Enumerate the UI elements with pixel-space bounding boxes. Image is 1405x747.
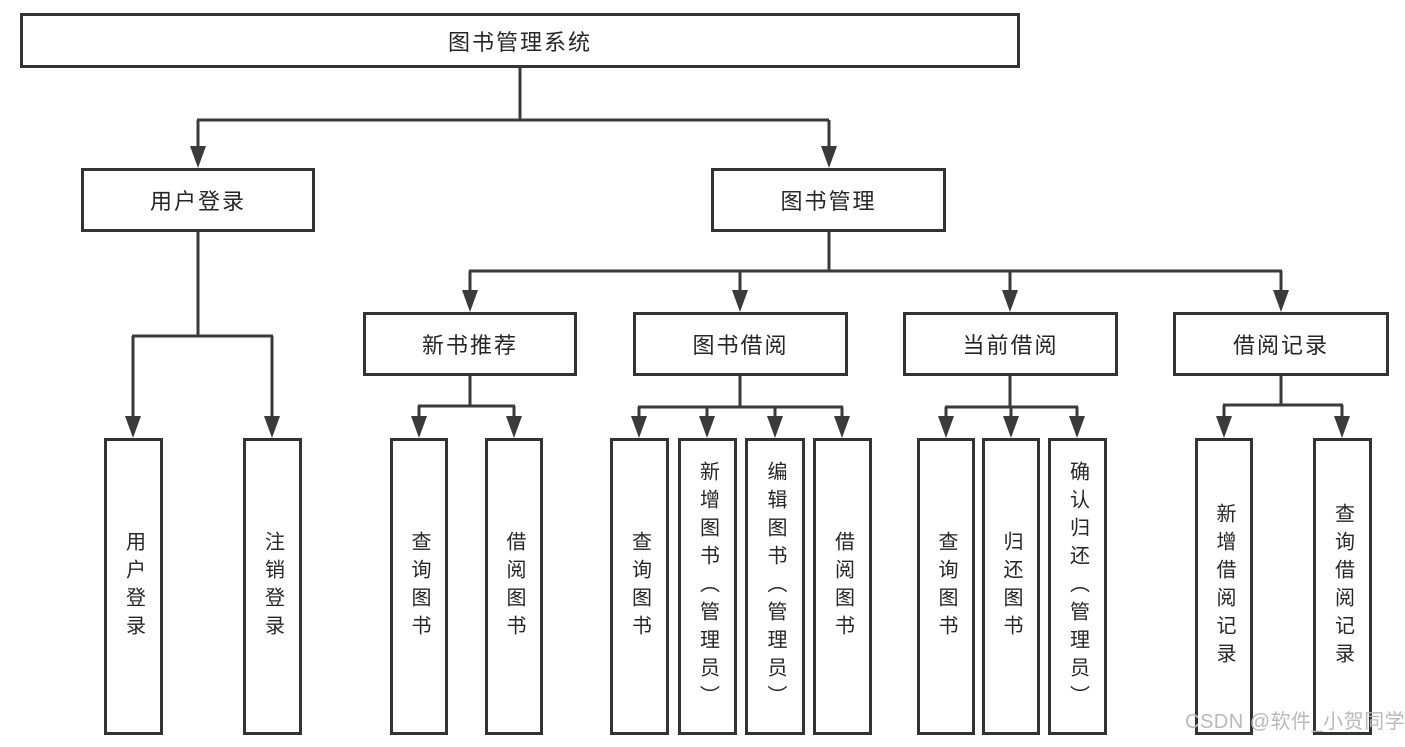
connector-recommend-to-leaves — [417, 376, 516, 418]
node-new-book-recommendation: 新书推荐 — [363, 312, 577, 376]
node-label: 图书管理系统 — [447, 29, 592, 55]
node-label: 编辑图书（管理员） — [764, 460, 786, 713]
leaf-user-login: 用户登录 — [104, 438, 163, 735]
leaf-query-books-borrowing: 查询图书 — [610, 438, 669, 735]
node-label: 图书管理 — [780, 189, 877, 214]
node-book-management: 图书管理 — [711, 168, 946, 232]
connector-records-to-leaves — [1222, 375, 1344, 418]
node-current-borrowing: 当前借阅 — [903, 312, 1118, 376]
node-label: 查询图书 — [628, 530, 651, 643]
node-label: 新书推荐 — [421, 333, 518, 358]
node-label: 当前借阅 — [962, 333, 1059, 358]
leaf-borrow-books-recommend: 借阅图书 — [485, 438, 543, 735]
node-label: 查询图书 — [408, 530, 430, 643]
connector-root-to-level2 — [196, 68, 831, 148]
node-label: 图书借阅 — [692, 333, 789, 358]
leaf-borrow-books-borrowing: 借阅图书 — [813, 438, 872, 735]
node-label: 查询借阅记录 — [1331, 502, 1354, 671]
leaf-logout: 注销登录 — [243, 438, 302, 735]
node-label: 注销登录 — [261, 530, 284, 643]
csdn-watermark: CSDN @软件_小贺同学 — [1185, 711, 1405, 733]
leaf-query-borrow-record: 查询借阅记录 — [1313, 438, 1372, 735]
node-label: 新增图书（管理员） — [696, 460, 719, 713]
node-label: 新增借阅记录 — [1213, 502, 1235, 671]
node-label: 借阅图书 — [503, 530, 525, 643]
node-label: 用户登录 — [122, 530, 145, 643]
leaf-return-books: 归还图书 — [982, 438, 1040, 735]
node-label: 确认归还（管理员） — [1066, 460, 1089, 713]
leaf-query-books-current: 查询图书 — [917, 438, 975, 735]
node-library-management-system: 图书管理系统 — [20, 13, 1020, 68]
connector-login-to-leaves — [131, 232, 274, 418]
node-label: 归还图书 — [1000, 530, 1022, 643]
node-book-borrowing: 图书借阅 — [633, 312, 848, 376]
arrowhead-group — [125, 146, 1350, 438]
connector-mgmt-to-level3 — [468, 232, 1283, 292]
leaf-add-book-admin: 新增图书（管理员） — [678, 438, 737, 735]
node-label: 用户登录 — [149, 189, 246, 214]
leaf-edit-book-admin: 编辑图书（管理员） — [745, 438, 805, 735]
leaf-query-books-recommend: 查询图书 — [390, 438, 448, 735]
leaf-add-borrow-record: 新增借阅记录 — [1195, 438, 1253, 735]
connector-current-to-leaves — [944, 376, 1079, 418]
node-label: 借阅图书 — [831, 530, 854, 643]
node-label: 借阅记录 — [1232, 333, 1329, 358]
node-borrowing-records: 借阅记录 — [1173, 312, 1389, 376]
node-label: 查询图书 — [935, 530, 957, 643]
leaf-confirm-return-admin: 确认归还（管理员） — [1048, 438, 1107, 735]
connector-borrowing-to-leaves — [637, 376, 844, 418]
node-user-login: 用户登录 — [81, 168, 315, 232]
